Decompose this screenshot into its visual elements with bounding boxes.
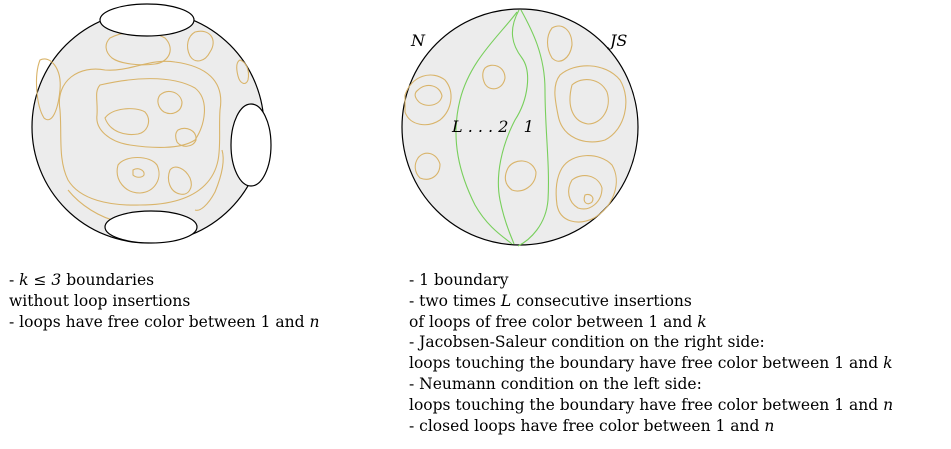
- left-boundary-top: [99, 3, 195, 37]
- loop: [167, 166, 192, 195]
- math-symbol: n: [309, 312, 320, 331]
- strand: [497, 9, 529, 245]
- loop: [583, 193, 594, 205]
- caption-line: loops touching the boundary have free co…: [409, 354, 893, 373]
- loop: [414, 84, 443, 106]
- right-loops: [404, 25, 627, 223]
- label-js: JS: [607, 31, 627, 50]
- loop: [96, 78, 205, 148]
- loop: [554, 65, 627, 143]
- right-disk-figure: N JS L . . . 2 1: [401, 8, 639, 247]
- caption-line: - loops have free color between 1 and n: [9, 312, 320, 331]
- loop: [504, 160, 537, 192]
- label-strands: L . . . 2 1: [451, 117, 534, 136]
- caption-line: - closed loops have free color between 1…: [409, 416, 775, 435]
- math-symbol: k: [883, 354, 893, 373]
- math-symbol: n: [764, 416, 775, 435]
- caption-line: without loop insertions: [9, 291, 191, 310]
- caption-line: of loops of free color between 1 and k: [409, 312, 707, 331]
- left-caption: - k ≤ 3 boundaries without loop insertion…: [9, 270, 319, 332]
- loop: [482, 64, 506, 90]
- label-n: N: [410, 31, 426, 50]
- strand: [455, 11, 518, 245]
- loop: [236, 59, 250, 85]
- right-strands: [455, 9, 550, 247]
- loop: [157, 90, 183, 115]
- right-labels: N JS L . . . 2 1: [410, 31, 627, 136]
- caption-line: - 1 boundary: [409, 271, 509, 289]
- loop: [194, 149, 224, 211]
- loop: [569, 79, 609, 125]
- caption-line: - k ≤ 3 boundaries: [9, 271, 155, 289]
- left-disk: [31, 10, 265, 244]
- caption-line: - two times L consecutive insertions: [409, 291, 692, 310]
- math-symbol: k ≤ 3: [19, 271, 62, 289]
- loop: [568, 175, 603, 210]
- loop: [116, 156, 160, 194]
- math-symbol: k: [697, 312, 707, 331]
- right-caption: - 1 boundary - two times L consecutive in…: [409, 270, 893, 436]
- left-boundary-bottom: [104, 210, 198, 244]
- loop: [546, 25, 573, 62]
- loop: [404, 74, 452, 126]
- loop: [175, 127, 197, 147]
- left-disk-figure: [31, 3, 272, 244]
- loop: [104, 108, 150, 136]
- loop: [555, 155, 617, 223]
- left-boundary-right: [230, 103, 272, 187]
- loop: [35, 58, 61, 121]
- caption-line: - Jacobsen-Saleur condition on the right…: [409, 333, 765, 352]
- strand: [517, 9, 550, 247]
- caption-line: loops touching the boundary have free co…: [409, 395, 894, 414]
- loop: [186, 30, 214, 62]
- math-symbol: n: [883, 395, 894, 414]
- loop: [132, 168, 145, 178]
- loop: [414, 152, 441, 180]
- loop: [58, 60, 222, 206]
- math-symbol: L: [500, 291, 512, 310]
- caption-line: - Neumann condition on the left side:: [409, 374, 702, 393]
